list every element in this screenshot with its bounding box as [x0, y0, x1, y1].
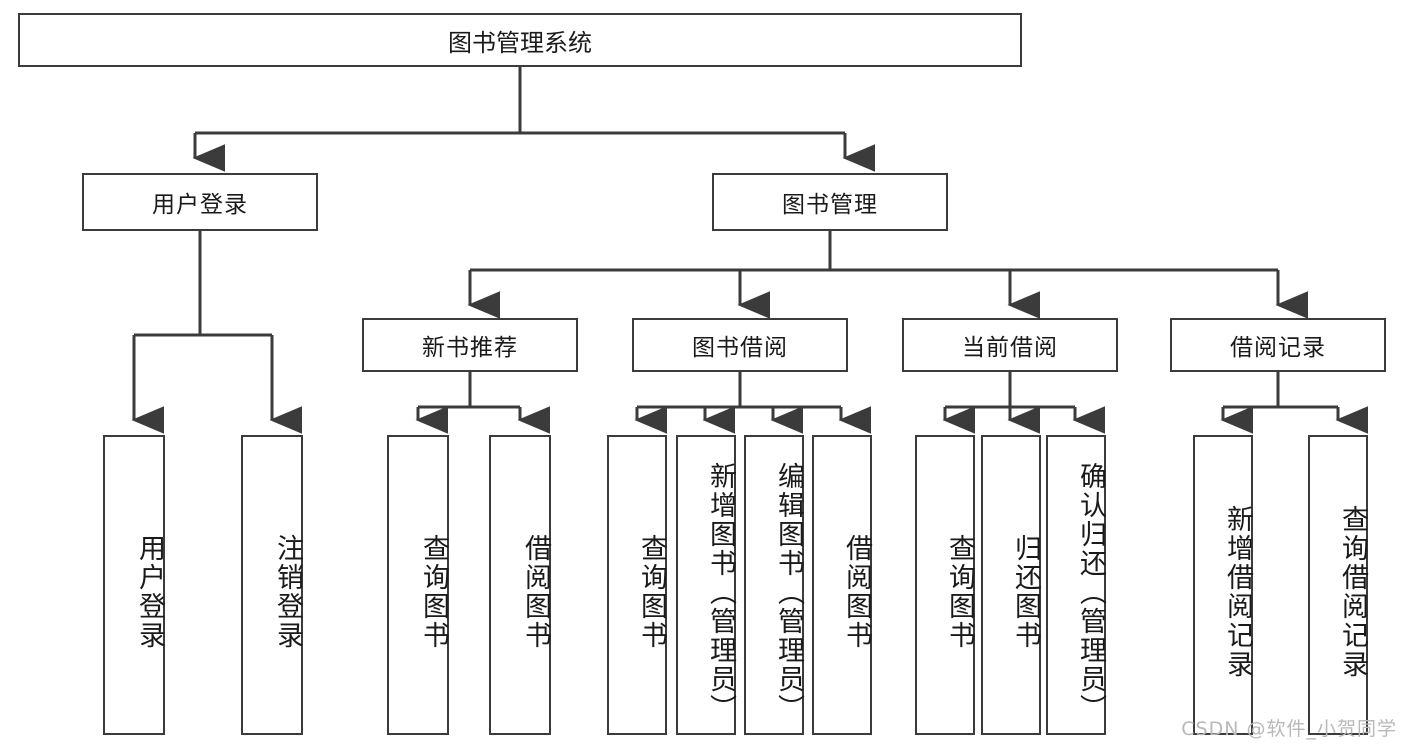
- leaf-query-book-current[interactable]: 查询图书: [915, 435, 975, 735]
- node-label: 借阅记录: [1230, 335, 1326, 361]
- leaf-user-login[interactable]: 用户登录: [103, 435, 165, 735]
- leaf-query-book-borrow[interactable]: 查询图书: [607, 435, 667, 735]
- node-label: 查询借阅记录: [1337, 505, 1368, 679]
- node-label: 归还图书: [1010, 534, 1041, 650]
- leaf-logout[interactable]: 注销登录: [241, 435, 303, 735]
- node-label: 新增借阅记录: [1222, 505, 1253, 679]
- node-label: 注销登录: [272, 534, 303, 650]
- node-current-borrowing[interactable]: 当前借阅: [902, 318, 1118, 372]
- node-label: 新书推荐: [422, 335, 518, 361]
- leaf-borrow-book-rec[interactable]: 借阅图书: [489, 435, 551, 735]
- node-label: 图书管理: [782, 192, 878, 218]
- leaf-edit-book-admin[interactable]: 编辑图书（管理员）: [744, 435, 804, 735]
- node-label: 查询图书: [418, 534, 449, 650]
- node-book-management[interactable]: 图书管理: [712, 173, 948, 231]
- node-label: 确认归还（管理员）: [1075, 461, 1106, 723]
- leaf-confirm-return-admin[interactable]: 确认归还（管理员）: [1046, 435, 1106, 735]
- node-label: 查询图书: [944, 534, 975, 650]
- node-label: 图书管理系统: [448, 28, 592, 57]
- node-label: 借阅图书: [520, 534, 551, 650]
- node-label: 查询图书: [636, 534, 667, 650]
- node-user-login[interactable]: 用户登录: [82, 173, 318, 231]
- node-new-book-recommendation[interactable]: 新书推荐: [362, 318, 578, 372]
- node-label: 当前借阅: [962, 335, 1058, 361]
- csdn-watermark: CSDN @软件_小贺同学: [1181, 718, 1397, 740]
- leaf-borrow-book[interactable]: 借阅图书: [812, 435, 872, 735]
- node-root-book-management-system[interactable]: 图书管理系统: [18, 13, 1022, 67]
- node-label: 编辑图书（管理员）: [773, 461, 804, 723]
- leaf-return-book[interactable]: 归还图书: [981, 435, 1041, 735]
- node-label: 用户登录: [134, 534, 165, 650]
- node-label: 新增图书（管理员）: [705, 461, 736, 723]
- node-label: 借阅图书: [841, 534, 872, 650]
- leaf-query-book-rec[interactable]: 查询图书: [387, 435, 449, 735]
- leaf-query-borrow-record[interactable]: 查询借阅记录: [1308, 435, 1368, 735]
- node-label: 图书借阅: [692, 335, 788, 361]
- leaf-add-borrow-record[interactable]: 新增借阅记录: [1193, 435, 1253, 735]
- node-book-borrowing[interactable]: 图书借阅: [632, 318, 848, 372]
- leaf-add-book-admin[interactable]: 新增图书（管理员）: [676, 435, 736, 735]
- node-label: 用户登录: [152, 192, 248, 218]
- node-borrowing-record[interactable]: 借阅记录: [1170, 318, 1386, 372]
